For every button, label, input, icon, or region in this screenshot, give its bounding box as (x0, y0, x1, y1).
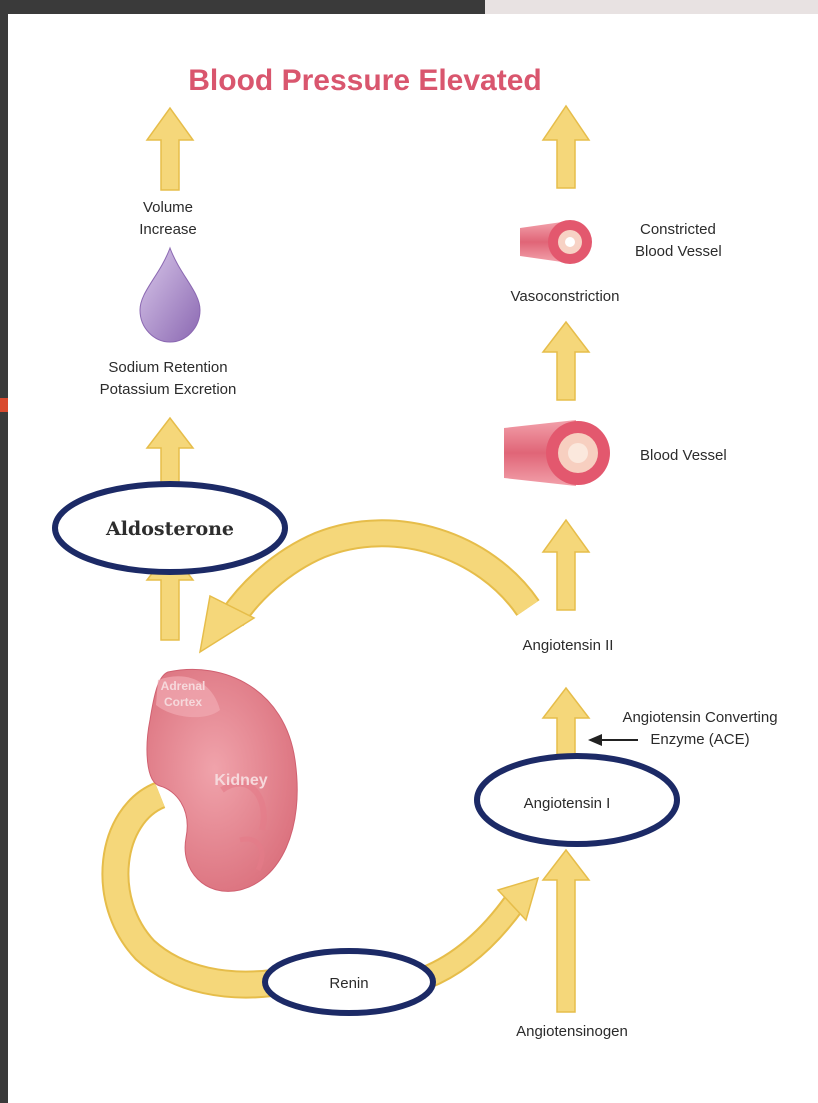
angiotensin-i-highlight (474, 753, 680, 847)
angiotensin-i-label: Angiotensin I (524, 795, 611, 812)
constricted-vessel-icon (520, 220, 592, 264)
edge-marker (0, 398, 8, 412)
volume-label-line1: Volume (143, 199, 193, 216)
aldosterone-label: Aldosterone (105, 518, 234, 540)
ace-pointer-arrow (588, 734, 638, 746)
curved-arrow-kidney-to-renin (101, 782, 274, 999)
ace-label-line1: Angiotensin Converting (622, 709, 777, 726)
renin-highlight (262, 948, 436, 1016)
arrow-to-vasoconstriction (541, 320, 591, 401)
right-arrows (541, 104, 591, 1013)
constricted-vessel-label-line1: Constricted (640, 221, 716, 238)
arrow-to-title-left (145, 106, 195, 191)
kidney-label: Kidney (214, 772, 267, 789)
adrenal-cortex-label-line1: Adrenal (161, 679, 206, 693)
angiotensinogen-label: Angiotensinogen (516, 1023, 628, 1040)
volume-label-line2: Increase (139, 221, 197, 238)
angiotensin-ii-label: Angiotensin II (523, 637, 614, 654)
adrenal-cortex-label-line2: Cortex (164, 695, 202, 709)
blood-vessel-label: Blood Vessel (640, 447, 727, 464)
arrow-to-blood-vessel (541, 518, 591, 611)
diagram-title: Blood Pressure Elevated (188, 64, 541, 97)
vasoconstriction-label: Vasoconstriction (511, 288, 620, 305)
top-right-strip (485, 0, 818, 14)
ace-label-line2: Enzyme (ACE) (650, 731, 749, 748)
potassium-excretion-label: Potassium Excretion (100, 381, 237, 398)
aldosterone-highlight (52, 481, 288, 575)
arrow-to-angiotensin-i (541, 848, 591, 1013)
constricted-vessel-label-line2: Blood Vessel (635, 243, 722, 260)
kidney-illustration (146, 668, 298, 892)
renin-label: Renin (329, 975, 368, 992)
water-droplet-icon (139, 246, 201, 343)
sodium-retention-label: Sodium Retention (108, 359, 227, 376)
curved-arrow-angiotensin-to-adrenal (198, 519, 540, 654)
arrow-to-title-right (541, 104, 591, 189)
blood-vessel-icon (504, 420, 610, 486)
